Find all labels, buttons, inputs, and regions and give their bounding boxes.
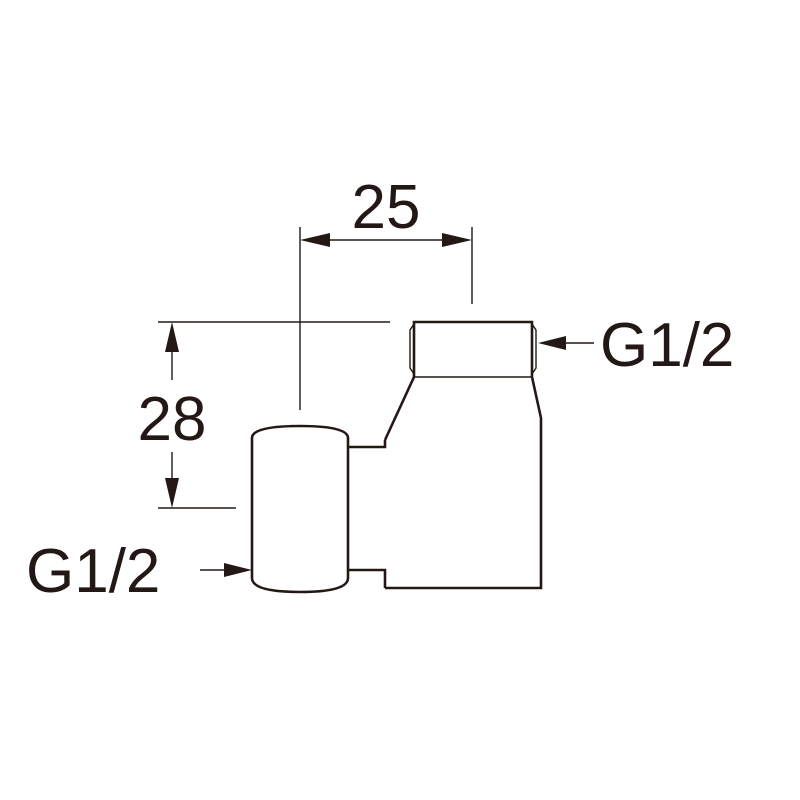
inlet-thread-label: G1/2 [26,537,160,606]
outlet-thread [409,323,537,378]
outlet-thread-callout: G1/2 [538,311,734,380]
outlet-leader-arrow [538,336,566,350]
inlet-thread-callout: G1/2 [26,537,252,606]
height-dimension-label: 28 [138,385,207,454]
height-dimension: 28 [138,321,390,509]
inlet-leader-arrow [224,563,252,577]
height-arrow-bottom [165,478,179,508]
inlet-cylinder [250,424,350,594]
height-arrow-top [165,322,179,352]
width-dimension-label: 25 [352,173,421,242]
width-arrow-right [442,233,472,247]
width-dimension: 25 [299,173,473,410]
elbow-fitting-body [250,320,543,594]
connecting-neck [348,440,387,588]
outlet-thread-label: G1/2 [600,311,734,380]
main-body-outline [383,320,543,590]
width-arrow-left [300,233,330,247]
